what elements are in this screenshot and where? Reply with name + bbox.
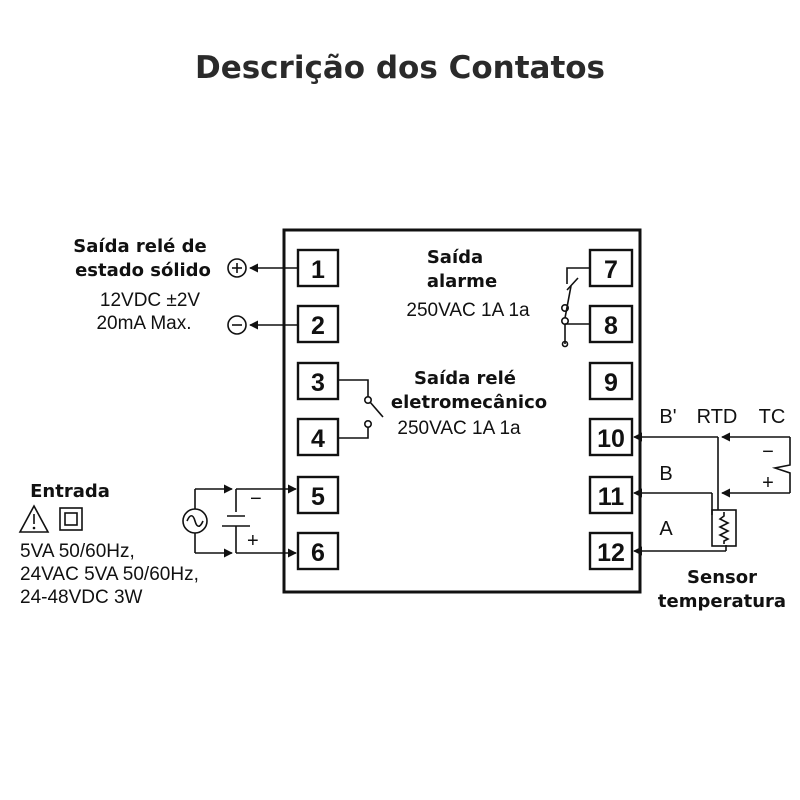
- terminal-8: 8: [588, 304, 634, 344]
- page-title: Descrição dos Contatos: [195, 50, 605, 86]
- warning-triangle-icon: [18, 504, 50, 533]
- terminal-2: 2: [296, 304, 340, 344]
- alarm-output-section: Saída alarme 250VAC 1A 1a: [406, 247, 590, 348]
- terminal-8-label: 8: [604, 312, 618, 340]
- terminal-7: 7: [588, 248, 634, 288]
- terminal-4-label: 4: [311, 425, 325, 453]
- sensor-label-a: A: [659, 518, 673, 540]
- terminal-3: 3: [296, 361, 340, 401]
- tc-minus: −: [762, 441, 774, 463]
- terminal-6: 6: [296, 531, 340, 571]
- relay-output-title-line1: Saída relé: [414, 368, 516, 389]
- ac-source-icon: [182, 508, 208, 534]
- terminal-2-label: 2: [311, 312, 325, 340]
- ssr-output-section: Saída relé de estado sólido 12VDC ±2V 20…: [73, 236, 298, 335]
- ssr-output-spec-line1: 12VDC ±2V: [100, 290, 201, 311]
- plus-circle-icon: [227, 258, 247, 278]
- alarm-output-title-line2: alarme: [427, 271, 497, 292]
- terminal-6-label: 6: [311, 539, 325, 567]
- battery-plus: +: [247, 530, 259, 552]
- sensor-title-line2: temperatura: [658, 591, 786, 612]
- battery-icon: [222, 489, 250, 553]
- device-frame: [282, 228, 642, 594]
- ssr-output-title-line2: estado sólido: [75, 260, 211, 281]
- terminal-9-label: 9: [604, 369, 618, 397]
- terminal-1: 1: [296, 248, 340, 288]
- double-insulation-icon: [59, 507, 83, 531]
- input-spec-line3: 24-48VDC 3W: [20, 587, 143, 608]
- sensor-title-line1: Sensor: [687, 567, 757, 588]
- alarm-output-spec: 250VAC 1A 1a: [406, 300, 530, 321]
- sensor-section: B' RTD TC B A − + Sensor temperatura: [633, 406, 791, 612]
- terminal-7-label: 7: [604, 256, 618, 284]
- terminal-4: 4: [296, 417, 340, 457]
- terminal-10-label: 10: [597, 425, 625, 453]
- terminal-3-label: 3: [311, 369, 325, 397]
- terminal-9: 9: [588, 361, 634, 401]
- sensor-label-rtd: RTD: [697, 406, 738, 428]
- input-title: Entrada: [30, 481, 110, 502]
- relay-output-spec: 250VAC 1A 1a: [397, 418, 521, 439]
- terminal-11-label: 11: [598, 483, 625, 511]
- ssr-output-spec-line2: 20mA Max.: [96, 313, 191, 334]
- terminal-1-label: 1: [311, 256, 325, 284]
- input-spec-line1: 5VA 50/60Hz,: [20, 541, 135, 562]
- minus-circle-icon: [227, 315, 247, 335]
- sensor-label-tc: TC: [759, 406, 786, 428]
- ssr-output-title-line1: Saída relé de: [73, 236, 206, 257]
- input-section: Entrada 5VA 50/60Hz, 24VAC 5VA 50/60Hz, …: [18, 481, 297, 608]
- terminal-12: 12: [588, 531, 634, 571]
- thermocouple-icon: [771, 437, 791, 493]
- alarm-relay-switch-icon: [560, 267, 590, 348]
- relay-output-section: Saída relé eletromecânico 250VAC 1A 1a: [338, 368, 547, 439]
- relay-output-title-line2: eletromecânico: [391, 392, 547, 413]
- sensor-label-b-prime: B': [659, 406, 676, 428]
- relay-switch-icon: [338, 379, 384, 439]
- terminal-11: 11: [588, 475, 634, 515]
- terminal-12-label: 12: [597, 539, 625, 567]
- input-spec-line2: 24VAC 5VA 50/60Hz,: [20, 564, 199, 585]
- battery-minus: −: [250, 488, 262, 510]
- rtd-resistor-icon: [711, 509, 737, 547]
- terminal-5-label: 5: [311, 483, 325, 511]
- terminal-10: 10: [588, 417, 634, 457]
- tc-plus: +: [762, 472, 774, 494]
- sensor-label-b: B: [659, 463, 672, 485]
- alarm-output-title-line1: Saída: [427, 247, 483, 268]
- terminal-5: 5: [296, 475, 340, 515]
